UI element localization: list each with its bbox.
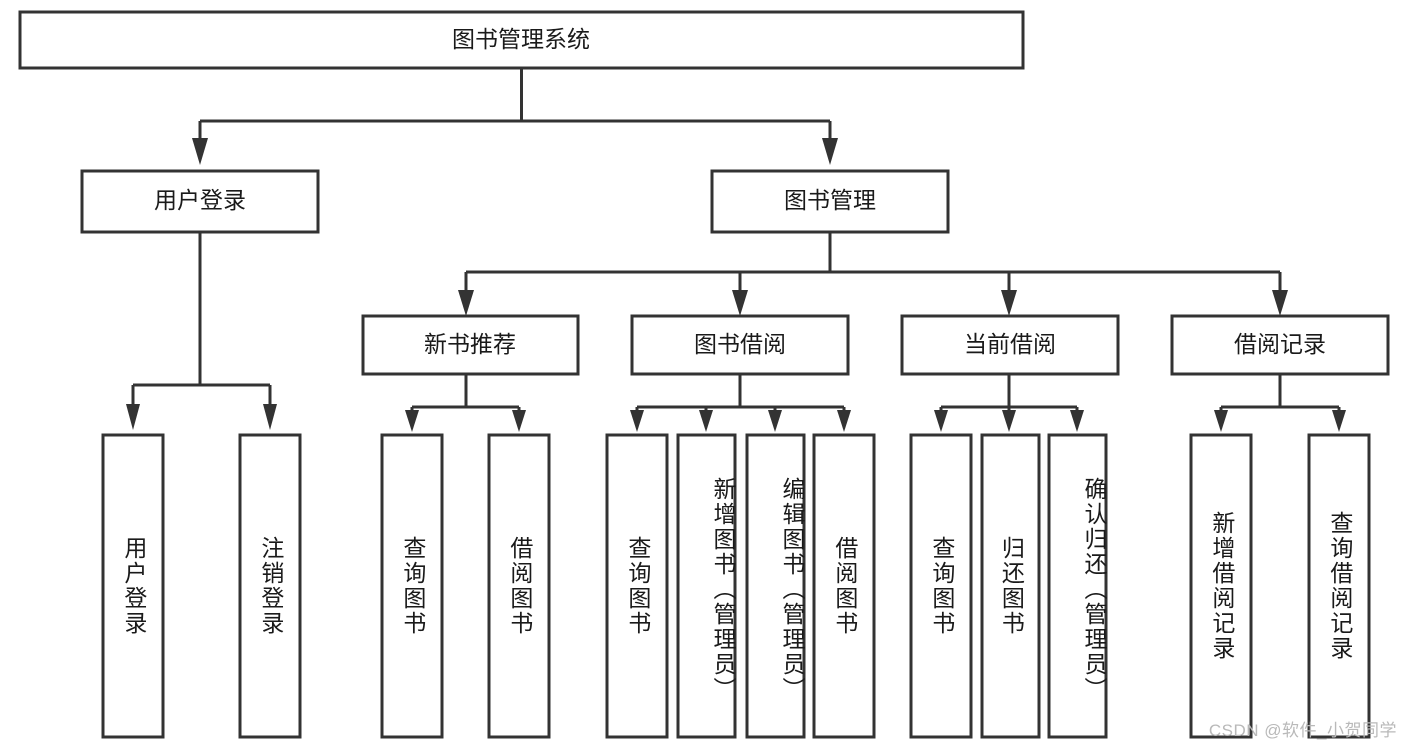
node-current-borrow-label: 当前借阅	[964, 331, 1056, 357]
node-leaf-borrow-book-1-box[interactable]	[487, 433, 551, 739]
arrow-head-leaf-borrow-book-2	[837, 410, 851, 432]
node-leaf-borrow-book-2-box[interactable]	[812, 433, 876, 739]
connector-group-book-management	[458, 232, 1288, 316]
arrow-head-leaf-query-book-1	[405, 410, 419, 432]
node-borrow-record[interactable]: 借阅记录	[1170, 314, 1390, 376]
node-book-management-box[interactable]	[710, 169, 950, 234]
node-book-borrow-label: 图书借阅	[694, 331, 786, 357]
node-user-login-label: 用户登录	[154, 187, 246, 213]
node-root[interactable]: 图书管理系统	[18, 10, 1025, 70]
node-new-book-recommend[interactable]: 新书推荐	[361, 314, 580, 376]
connector-group-book-borrow	[630, 374, 851, 432]
arrow-head-leaf-query-record	[1332, 410, 1346, 432]
arrow-head-leaf-add-book	[699, 410, 713, 432]
node-book-management-label: 图书管理	[784, 187, 876, 213]
node-leaf-logout-login-box[interactable]	[238, 433, 302, 739]
node-borrow-record-box[interactable]	[1170, 314, 1390, 376]
node-leaf-user-login-box[interactable]	[101, 433, 165, 739]
arrow-head-leaf-query-book-2	[630, 410, 644, 432]
node-leaf-return-book-box[interactable]	[980, 433, 1041, 739]
arrow-head-book-borrow	[732, 290, 748, 316]
node-new-book-recommend-label: 新书推荐	[424, 331, 516, 357]
node-leaf-query-record-box[interactable]	[1307, 433, 1371, 739]
node-leaf-confirm-return-box[interactable]	[1047, 433, 1108, 739]
arrow-head-leaf-logout-login	[263, 404, 277, 430]
node-leaf-edit-book-box[interactable]	[745, 433, 806, 739]
node-current-borrow-box[interactable]	[900, 314, 1120, 376]
node-current-borrow[interactable]: 当前借阅	[900, 314, 1120, 376]
node-book-borrow-box[interactable]	[630, 314, 850, 376]
node-leaf-add-record-box[interactable]	[1189, 433, 1253, 739]
arrow-head-borrow-record	[1272, 290, 1288, 316]
node-borrow-record-label: 借阅记录	[1234, 331, 1326, 357]
arrow-head-current-borrow	[1001, 290, 1017, 316]
node-new-book-recommend-box[interactable]	[361, 314, 580, 376]
arrow-head-userlogin	[192, 138, 208, 165]
node-user-login-box[interactable]	[80, 169, 320, 234]
node-book-borrow[interactable]: 图书借阅	[630, 314, 850, 376]
connector-group-borrow-record	[1214, 374, 1346, 432]
node-root-label: 图书管理系统	[452, 26, 590, 52]
node-book-management[interactable]: 图书管理	[710, 169, 950, 234]
node-user-login[interactable]: 用户登录	[80, 169, 320, 234]
arrow-head-new-book-recommend	[458, 290, 474, 316]
arrow-head-leaf-add-record	[1214, 410, 1228, 432]
csdn-watermark: CSDN @软件_小贺同学	[1208, 721, 1397, 740]
arrow-head-leaf-user-login	[126, 404, 140, 430]
node-leaf-query-book-1-box[interactable]	[380, 433, 444, 739]
leaf-boxes	[101, 433, 1371, 739]
arrow-head-leaf-return-book	[1002, 410, 1016, 432]
arrow-head-bookmgmt	[822, 138, 838, 165]
arrow-head-leaf-confirm-return	[1070, 410, 1084, 432]
connector-group-new-book-recommend	[405, 374, 526, 432]
connector-group-user-login	[126, 232, 277, 430]
node-leaf-query-book-3-box[interactable]	[909, 433, 973, 739]
arrow-head-leaf-borrow-book-1	[512, 410, 526, 432]
connector-group-current-borrow	[934, 374, 1084, 432]
arrow-head-leaf-edit-book	[768, 410, 782, 432]
node-leaf-query-book-2-box[interactable]	[605, 433, 669, 739]
arrow-head-leaf-query-book-3	[934, 410, 948, 432]
node-root-box[interactable]	[18, 10, 1025, 70]
node-leaf-add-book-box[interactable]	[676, 433, 737, 739]
connector-group-root	[192, 68, 838, 165]
